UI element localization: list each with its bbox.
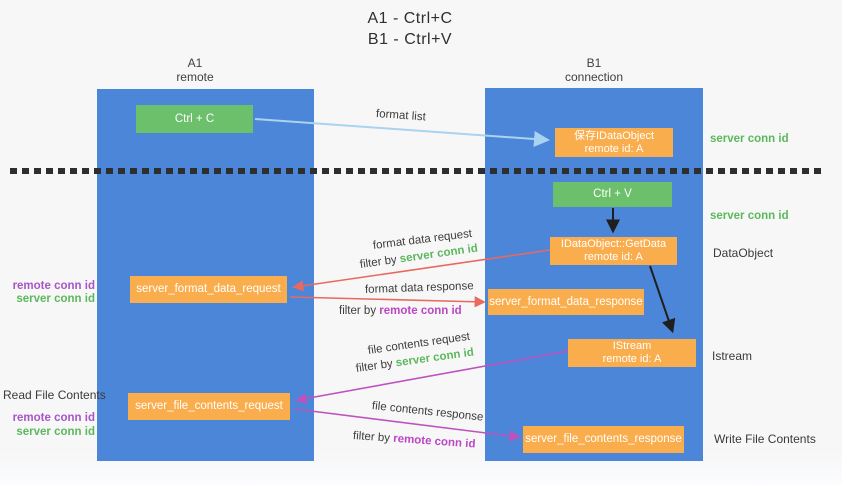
filter-by-text: filter by: [359, 253, 398, 271]
save-idataobject-node: 保存IDataObject remote id: A: [555, 128, 673, 157]
server-format-data-request-node: server_format_data_request: [130, 276, 287, 303]
format-data-response-label: format data response: [364, 280, 474, 296]
title-line-b1: B1 - Ctrl+V: [367, 31, 453, 48]
save-idataobject-line1: 保存IDataObject: [573, 129, 655, 142]
ctrl-v-label: Ctrl + V: [593, 188, 632, 200]
idataobject-getdata-node: IDataObject::GetData remote id: A: [550, 237, 677, 265]
getdata-line2: remote id: A: [584, 251, 643, 263]
save-idataobject-line2: remote id: A: [584, 142, 644, 155]
lifeline-a1-name: A1: [187, 56, 203, 70]
format-data-response-filter-label: filter by remote conn id: [339, 305, 462, 317]
file-contents-response-label: file contents response: [371, 400, 484, 424]
title-line-a1: A1 - Ctrl+C: [367, 10, 453, 27]
ctrl-c-node: Ctrl + C: [136, 105, 253, 133]
session-divider-dotted-line: [10, 168, 823, 174]
remote-conn-id-text: remote conn id: [379, 305, 462, 317]
remote-conn-id-text: remote conn id: [392, 432, 476, 451]
ctrl-c-label: Ctrl + C: [174, 112, 215, 125]
lifeline-header-a1: A1 remote: [125, 56, 265, 84]
filter-by-text: filter by: [352, 430, 391, 445]
server-file-contents-request-node: server_file_contents_request: [128, 393, 290, 420]
server-format-data-response-node: server_format_data_response: [488, 289, 644, 315]
istream-side-label: Istream: [712, 349, 753, 363]
lifeline-b1-name: B1: [586, 56, 602, 70]
left-server-conn-id-label-1: server conn id: [16, 293, 95, 305]
server-file-contents-request-label: server_file_contents_request: [135, 400, 283, 412]
filter-by-text: filter by: [355, 357, 394, 375]
diagram-title: A1 - Ctrl+C B1 - Ctrl+V: [300, 8, 520, 50]
server-format-data-request-label: server_format_data_request: [136, 283, 281, 295]
filter-by-text: filter by: [339, 305, 377, 317]
istream-line1: IStream: [612, 340, 652, 352]
file-contents-response-filter-label: filter by remote conn id: [353, 430, 476, 451]
right-server-conn-id-label-1: server conn id: [710, 133, 789, 145]
server-file-contents-response-node: server_file_contents_response: [523, 426, 684, 453]
left-server-conn-id-label-2: server conn id: [16, 426, 95, 438]
istream-node: IStream remote id: A: [568, 339, 696, 367]
ctrl-v-node: Ctrl + V: [553, 182, 672, 207]
istream-line2: remote id: A: [602, 353, 662, 365]
dataobject-label: DataObject: [713, 246, 774, 260]
lifeline-b1-role: connection: [564, 70, 624, 84]
server-format-data-response-label: server_format_data_response: [489, 295, 643, 308]
lifeline-a1-role: remote: [176, 70, 214, 84]
format-list-label: format list: [375, 108, 427, 124]
lifeline-header-b1: B1 connection: [524, 56, 664, 84]
right-server-conn-id-label-2: server conn id: [710, 210, 789, 222]
server-file-contents-response-label: server_file_contents_response: [525, 433, 682, 445]
left-remote-conn-id-label-2: remote conn id: [12, 412, 95, 424]
left-remote-conn-id-label-1: remote conn id: [12, 280, 95, 292]
getdata-line1: IDataObject::GetData: [560, 238, 667, 250]
write-file-contents-label: Write File Contents: [714, 432, 816, 446]
format-data-response-arrow: [289, 296, 486, 308]
read-file-contents-label: Read File Contents: [3, 388, 106, 402]
